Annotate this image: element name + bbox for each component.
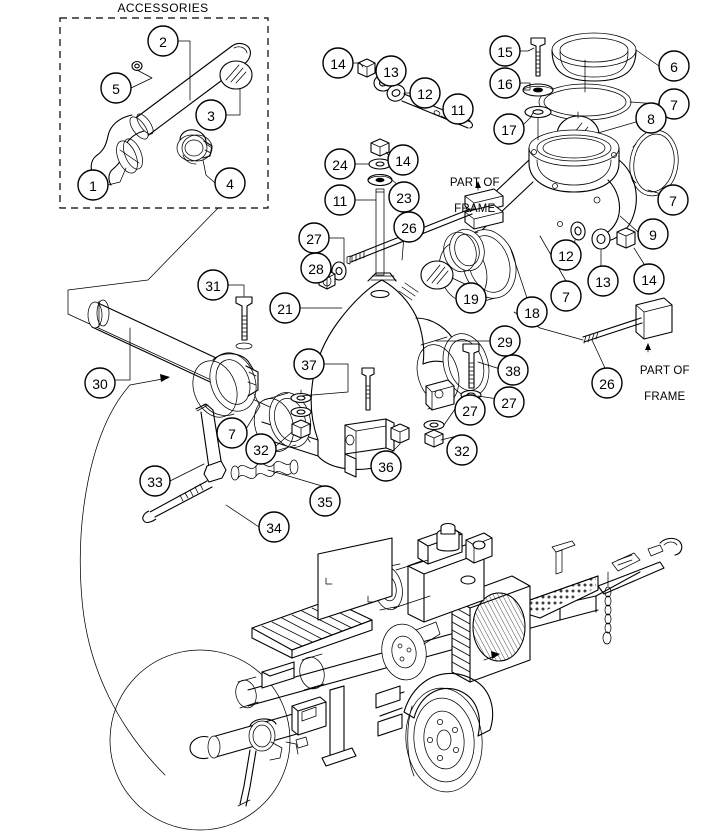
- part-of-frame-lower-line2: FRAME: [644, 390, 686, 403]
- callout-number-36: 36: [378, 458, 394, 475]
- fastener-stack-15-16-17: [522, 37, 586, 141]
- callout-number-3: 3: [207, 107, 215, 124]
- part-muffler-30: [87, 299, 259, 418]
- part-gasket-7-right: [629, 129, 679, 197]
- part-of-frame-note-upper: PART OF FRAME: [428, 164, 508, 228]
- callout-number-18: 18: [524, 304, 540, 321]
- callout-number-24: 24: [332, 156, 348, 173]
- callout-number-37: 37: [301, 356, 317, 373]
- callout-number-5: 5: [112, 80, 120, 97]
- callout-number-17: 17: [501, 121, 517, 138]
- callout-number-15: 15: [497, 43, 513, 60]
- part-of-frame-note-lower: PART OF FRAME: [618, 352, 698, 416]
- part-of-frame-upper-line1: PART OF: [449, 176, 500, 189]
- fender: [403, 672, 494, 737]
- air-cleaner: [436, 522, 460, 552]
- callout-number-26: 26: [401, 219, 417, 236]
- accessories-title: ACCESSORIES: [117, 1, 209, 15]
- fastener-group-14-13-12-11: [357, 58, 473, 129]
- fastener-38-bolt: [462, 343, 480, 389]
- callout-number-8: 8: [647, 110, 655, 127]
- safety-chain: [602, 586, 612, 645]
- machine-illustration: [109, 522, 683, 831]
- detail-bracket: [291, 696, 327, 736]
- callout-number-26: 26: [599, 375, 615, 392]
- frame-bracket-upper: [346, 181, 504, 265]
- callout-number-28: 28: [308, 260, 324, 277]
- fastener-27-washer-center: [423, 419, 445, 431]
- callout-number-14: 14: [330, 55, 346, 72]
- callout-number-12: 12: [417, 85, 433, 102]
- callout-number-38: 38: [505, 362, 521, 379]
- fastener-column-24-14-23-11: [367, 138, 393, 299]
- callout-number-7: 7: [669, 192, 677, 209]
- radiator-housing: [451, 575, 531, 683]
- callout-number-14: 14: [641, 271, 657, 288]
- callout-number-6: 6: [670, 58, 678, 75]
- fastener-stack-left-32: [290, 389, 312, 439]
- part-ring-19-assembly: [443, 228, 485, 273]
- part-disc-19: [420, 260, 454, 290]
- fastener-32-nut-center: [424, 429, 444, 448]
- road-wheel: [405, 687, 483, 793]
- callout-number-1: 1: [89, 177, 97, 194]
- part-of-frame-lower-line1: PART OF: [639, 364, 690, 377]
- fastener-group-right-12-13-14: [557, 221, 636, 250]
- part-of-frame-upper-line2: FRAME: [454, 202, 496, 215]
- callout-number-27: 27: [501, 394, 517, 411]
- accessory-pipe-2: [129, 42, 251, 140]
- part-cover-6: [551, 32, 637, 82]
- accessories-box-leader: [67, 207, 286, 415]
- callout-number-16: 16: [497, 75, 513, 92]
- callout-number-7: 7: [562, 288, 570, 305]
- accessories-box-outline: [59, 17, 269, 209]
- callout-number-12: 12: [558, 247, 574, 264]
- detail-circle-leader: [80, 384, 166, 776]
- fastener-36-nut: [390, 423, 410, 444]
- callout-number-31: 31: [205, 277, 221, 294]
- callout-number-13: 13: [383, 63, 399, 80]
- support-jack: [321, 685, 357, 767]
- callout-number-21: 21: [277, 300, 293, 317]
- callout-number-11: 11: [450, 101, 466, 118]
- part-housing-18: [469, 129, 637, 243]
- accessory-clamp-4: [176, 129, 213, 165]
- accessory-elbow-hose-1: [90, 114, 145, 186]
- callout-number-9: 9: [649, 226, 657, 243]
- callout-number-14: 14: [395, 152, 411, 169]
- callout-number-7: 7: [670, 96, 678, 113]
- callout-number-27: 27: [462, 402, 478, 419]
- callout-number-29: 29: [497, 333, 513, 350]
- callout-number-32: 32: [253, 441, 269, 458]
- detail-muffler: [189, 711, 309, 807]
- callout-number-7: 7: [228, 425, 236, 442]
- part-spring-35: [230, 459, 299, 481]
- accessories-leaders: [107, 40, 241, 186]
- fastener-29-bolt: [361, 367, 375, 411]
- callout-number-2: 2: [159, 33, 167, 50]
- callout-number-13: 13: [595, 273, 611, 290]
- part-bolt-34: [142, 460, 227, 524]
- callout-number-4: 4: [226, 175, 234, 192]
- accessory-gasket-3: [219, 60, 253, 90]
- callout-number-11: 11: [332, 192, 348, 209]
- fastener-27-washer-right: [460, 389, 482, 401]
- accessory-oring-5: [131, 60, 143, 72]
- callout-number-23: 23: [396, 189, 412, 206]
- engine-block: [373, 522, 493, 681]
- callout-number-34: 34: [266, 519, 282, 536]
- callout-number-32: 32: [454, 442, 470, 459]
- callout-number-19: 19: [463, 290, 479, 307]
- callout-number-35: 35: [317, 493, 333, 510]
- callout-number-27: 27: [306, 230, 322, 247]
- fastener-31: [235, 296, 253, 350]
- callout-number-33: 33: [147, 473, 163, 490]
- callout-number-30: 30: [92, 375, 108, 392]
